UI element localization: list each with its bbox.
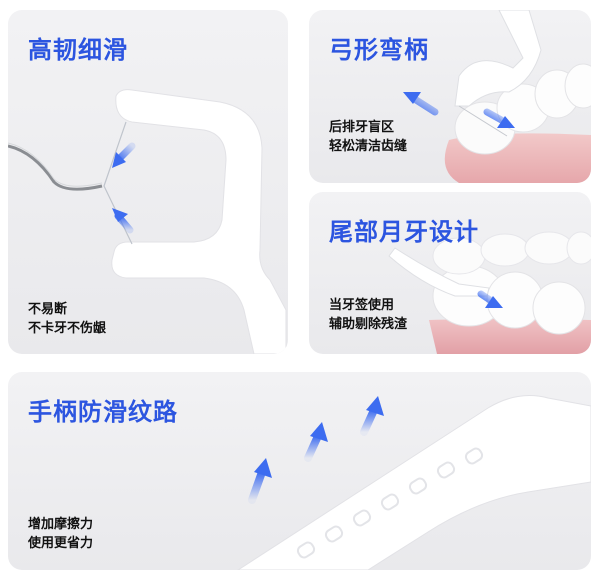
arrow-up-icon (112, 208, 134, 234)
teeth-toothpick-illustration (388, 231, 591, 354)
arrow-up-icon (360, 396, 384, 436)
panel-line-2: 不卡牙不伤龈 (28, 321, 107, 336)
panel-line-2: 使用更省力 (28, 536, 94, 551)
panel-curved-handle: 弓形弯柄 后排牙盲区 轻松清洁齿缝 (309, 10, 591, 183)
panel-line-1: 后排牙盲区 (329, 120, 395, 135)
panel-line-2: 轻松清洁齿缝 (329, 139, 408, 154)
panel-line-1: 当牙签使用 (329, 298, 395, 313)
arrow-downright-icon (483, 108, 515, 128)
panel-title: 高韧细滑 (28, 36, 128, 64)
arrow-up-icon (304, 422, 328, 462)
arrow-downright-icon (477, 290, 503, 308)
handle-grip-illustration (237, 395, 591, 570)
panel-title: 手柄防滑纹路 (28, 398, 178, 426)
panel-line-1: 增加摩擦力 (28, 517, 94, 532)
arrow-up-icon (248, 458, 272, 504)
panel-strong-smooth: 高韧细滑 不易断 不卡牙不伤龈 (8, 10, 288, 354)
panel-line-2: 辅助剔除残渣 (329, 317, 408, 332)
panel-crescent-tail: 尾部月牙设计 当牙签使用 辅助剔除残渣 (309, 192, 591, 354)
flosser-head-illustration (8, 89, 287, 354)
panel-title: 弓形弯柄 (329, 36, 429, 64)
panel-line-1: 不易断 (28, 302, 68, 317)
panel-anti-slip-grip: 手柄防滑纹路 增加摩擦力 使用更省力 (8, 372, 591, 570)
panel-title: 尾部月牙设计 (329, 218, 479, 246)
arrow-down-icon (112, 142, 136, 168)
arrow-upleft-icon (403, 92, 439, 116)
teeth-flosser-illustration (403, 10, 591, 183)
